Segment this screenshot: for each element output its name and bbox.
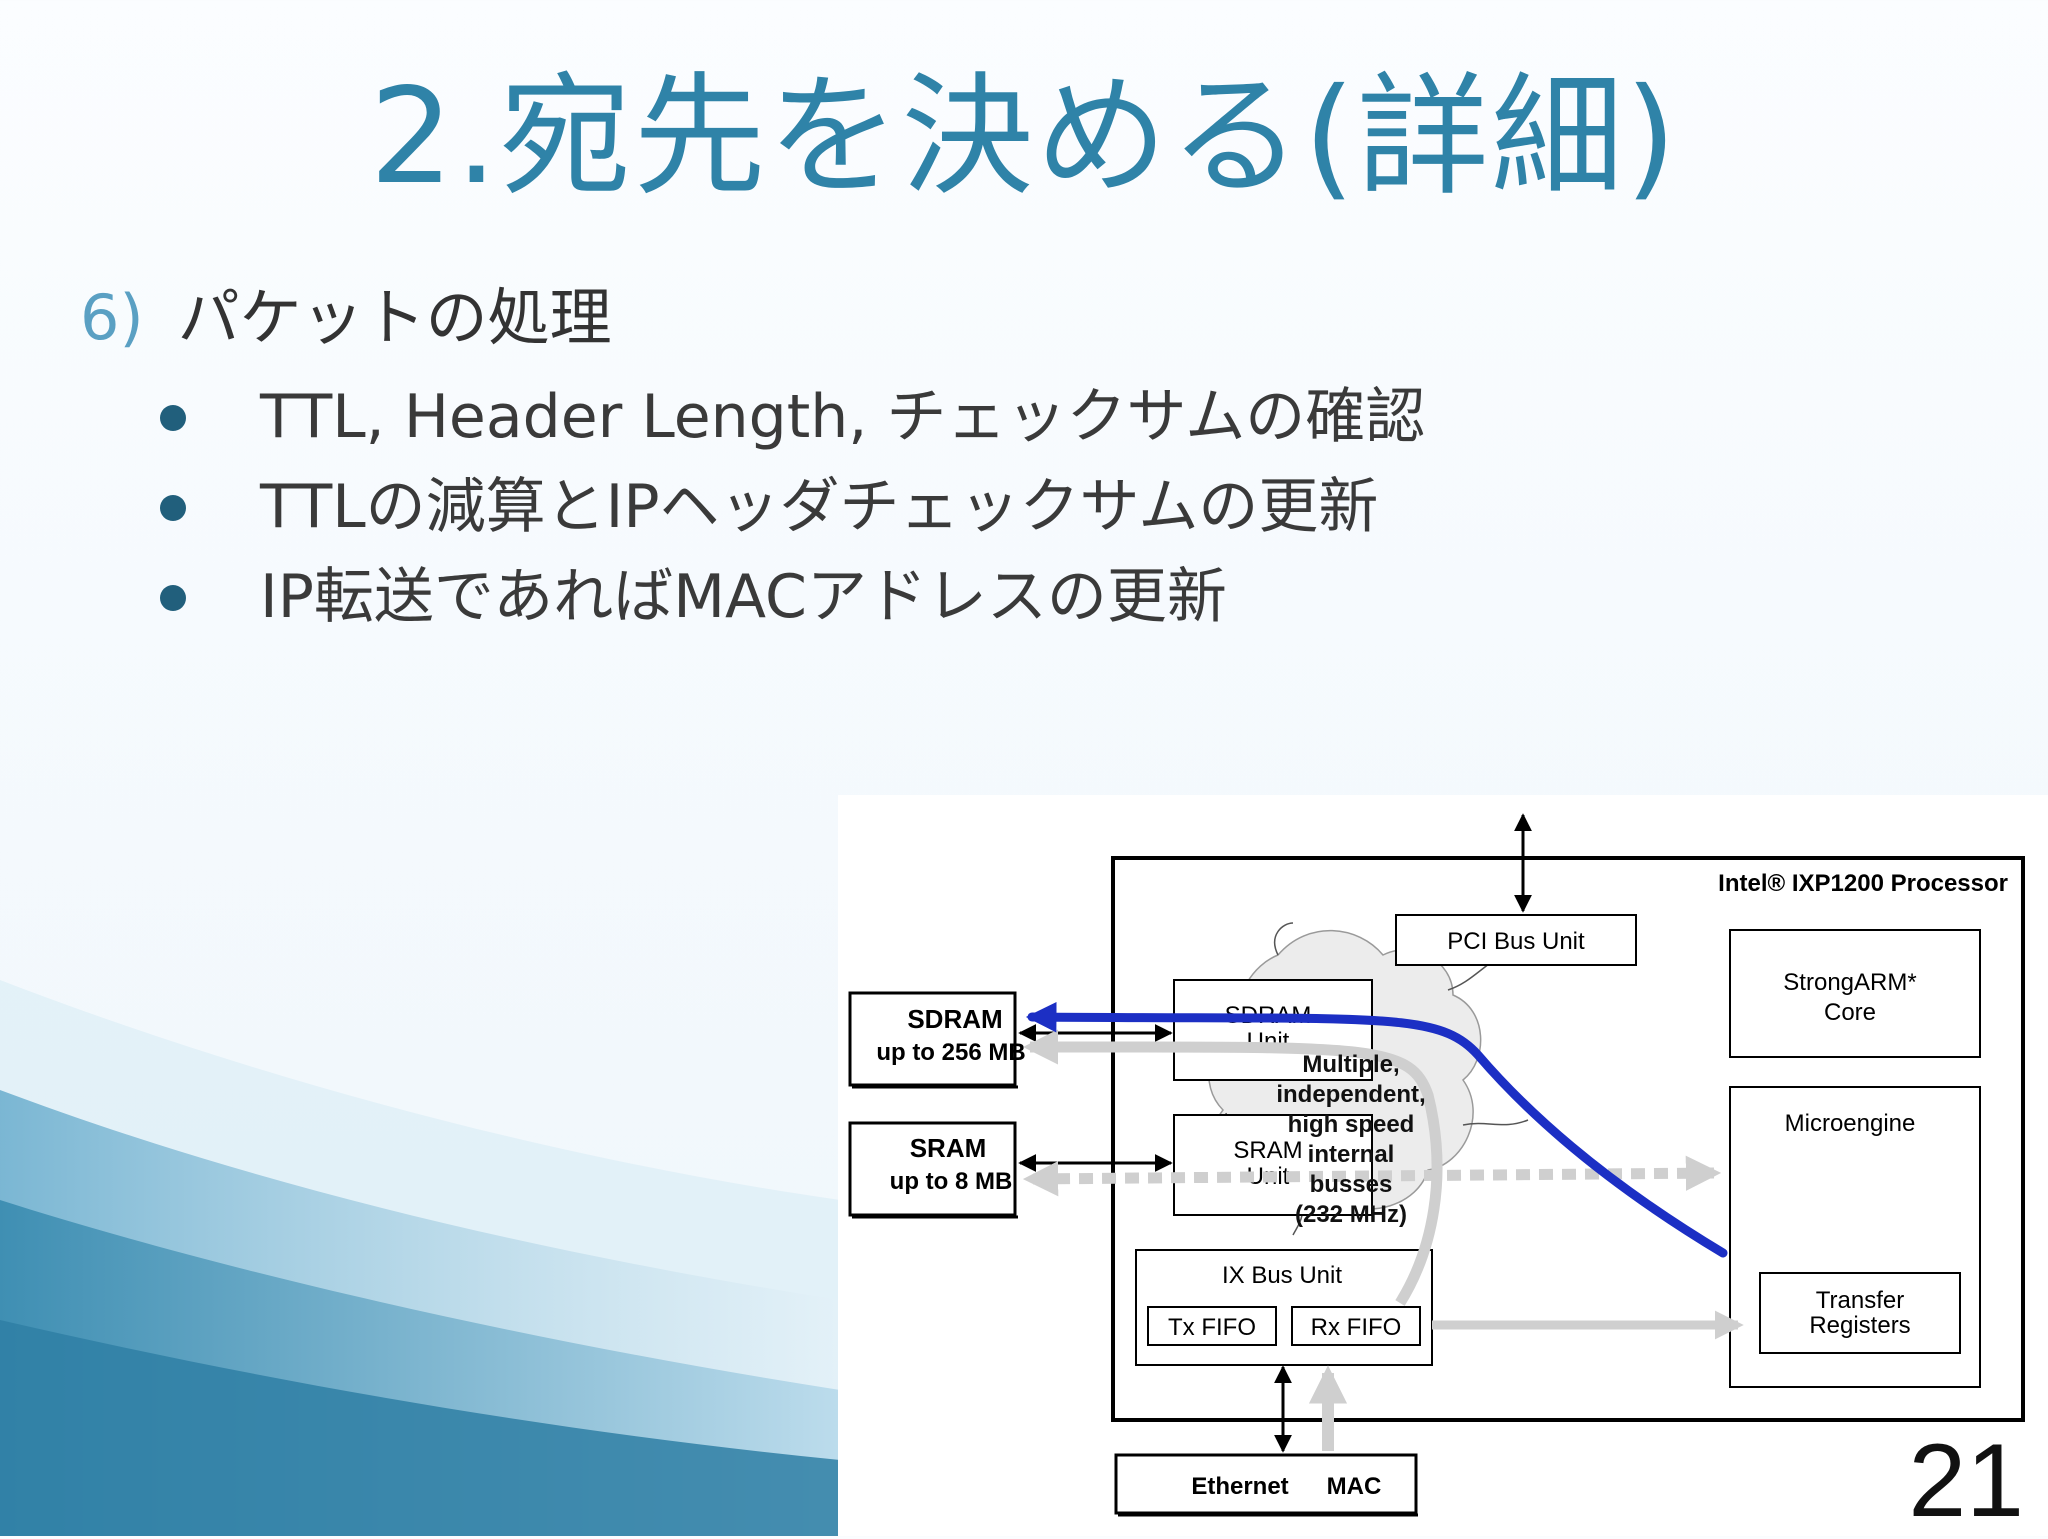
rx-fifo-box [1291,1306,1421,1346]
processor-label: Intel® IXP1200 Processor [1718,870,2008,897]
bus-label-line5: busses [1310,1171,1393,1198]
strongarm-label-line2: Core [1824,999,1876,1026]
external-sram-box [848,1121,1017,1217]
bus-label-line4: internal [1308,1141,1395,1168]
connector-line [1462,1119,1529,1126]
mac-label: MAC [1327,1473,1382,1500]
ixp1200-block-diagram: Intel® IXP1200 Processor PCI Bus Unit St… [848,813,2025,1517]
transfer-label-line1: Transfer [1816,1287,1904,1314]
external-sdram-line2: up to 256 MB [876,1039,1025,1066]
microengine-label: Microengine [1785,1110,1916,1137]
tx-fifo-box [1147,1306,1277,1346]
rx-fifo-label: Rx FIFO [1311,1314,1402,1341]
subheading-text: パケットの処理 [177,281,612,354]
page-number: 21 [1908,1423,2024,1539]
strongarm-core-box [1729,929,1981,1058]
ix-bus-unit-label: IX Bus Unit [1222,1262,1342,1289]
external-sdram-line1: SDRAM [907,1004,1002,1034]
external-sram-line1: SRAM [910,1133,987,1163]
bus-label-line1: Multiple, [1302,1051,1399,1078]
rx-to-sdram-flow-arrow [1022,1029,1443,1306]
pci-bus-unit-box [1395,914,1637,966]
bullet-dot-icon [160,585,186,611]
tx-fifo-label: Tx FIFO [1168,1314,1256,1341]
subheading: 6) パケットの処理 [80,282,612,354]
external-sram-line2: up to 8 MB [890,1168,1013,1195]
sram-unit-line1: SRAM [1233,1137,1302,1164]
bullet-dot-icon [160,405,186,431]
bullet-item: TTLの減算とIPヘッダチェックサムの更新 [150,462,1425,552]
bullet-item: TTL, Header Length, チェックサムの確認 [150,372,1425,462]
bullet-dot-icon [160,495,186,521]
slide-title: 2.宛先を決める(詳細) [369,60,1679,214]
strongarm-label-line1: StrongARM* [1783,969,1916,996]
bus-label-line2: independent, [1276,1081,1425,1108]
bullet-text: IP転送であればMACアドレスの更新 [260,562,1227,632]
processor-box [1111,856,2025,1422]
external-sdram-box [848,991,1017,1087]
bus-label-line3: high speed [1288,1111,1415,1138]
bullet-list: TTL, Header Length, チェックサムの確認 TTLの減算とIPヘ… [150,372,1425,642]
connector-line [1273,922,1294,956]
transfer-label-line2: Registers [1809,1312,1910,1339]
sdram-unit-box [1173,979,1373,1081]
bullet-text: TTL, Header Length, チェックサムの確認 [260,382,1426,452]
pci-bus-unit-label: PCI Bus Unit [1447,928,1585,955]
ethernet-label: Ethernet [1191,1473,1288,1500]
ethernet-mac-box [1114,1453,1418,1515]
transfer-registers-box [1759,1272,1961,1354]
bullet-text: TTLの減算とIPヘッダチェックサムの更新 [260,472,1379,542]
bullet-item: IP転送であればMACアドレスの更新 [150,552,1425,642]
bus-label-line6: (232 MHz) [1295,1201,1407,1228]
subheading-number: 6) [80,281,144,354]
packet-processing-path [1025,1001,1728,1258]
